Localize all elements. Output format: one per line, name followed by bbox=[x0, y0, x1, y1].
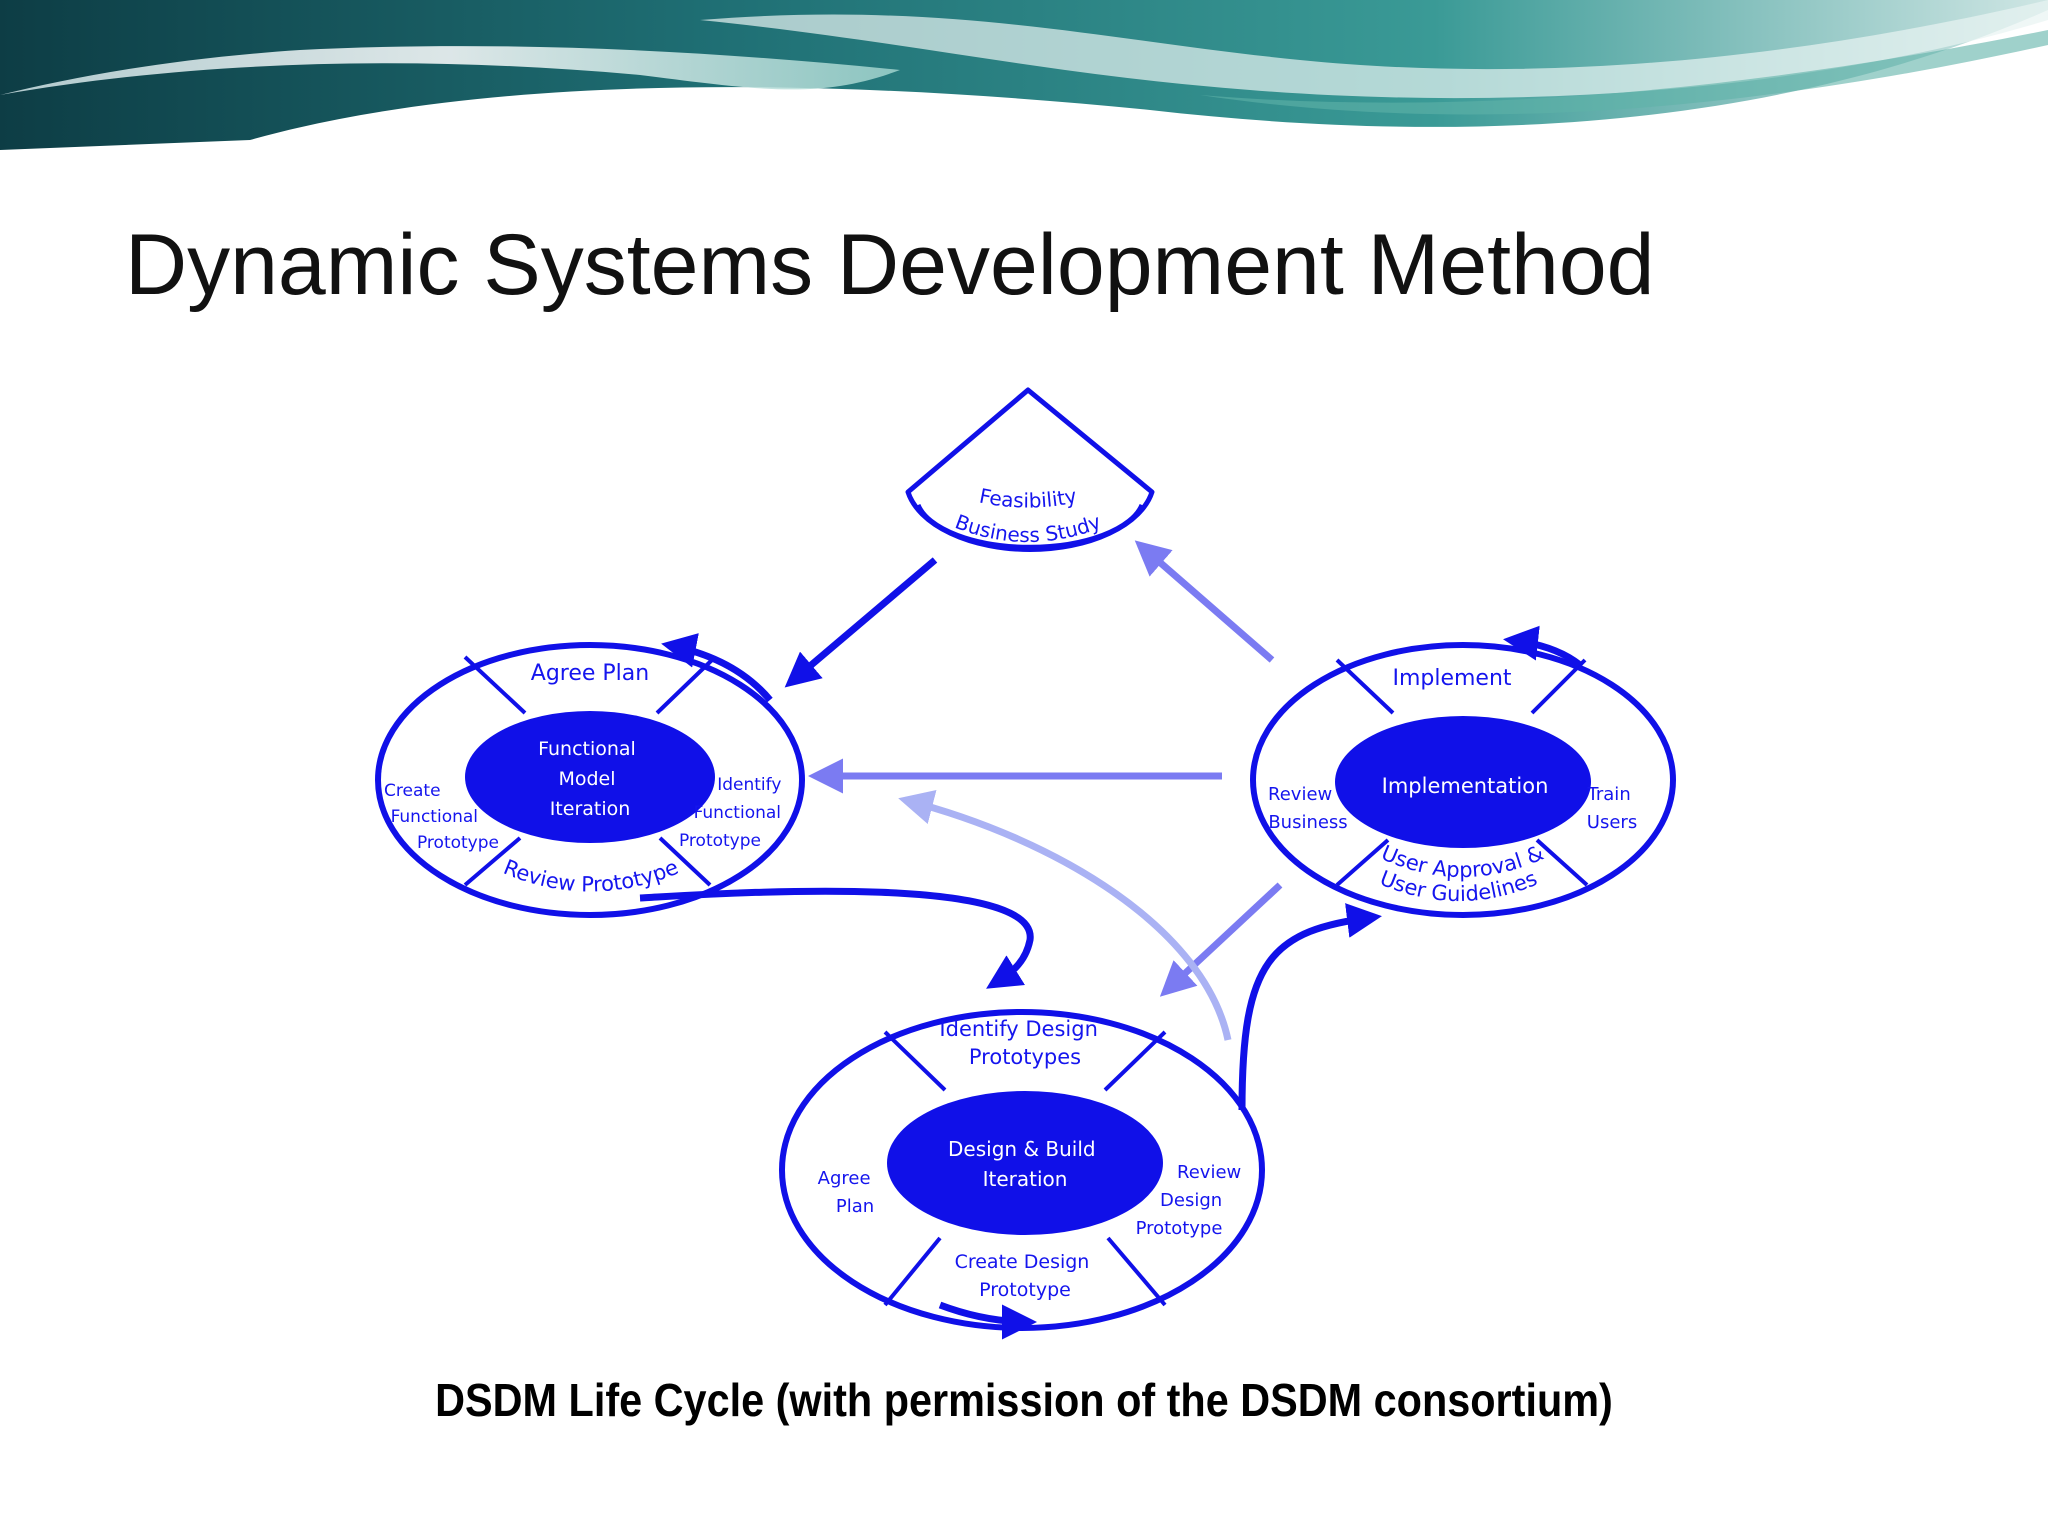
arrow-implementation-to-feasibility bbox=[1134, 540, 1275, 663]
functional-cycle-arrow bbox=[661, 633, 773, 703]
functional-identify-prototype-label: Identify Functional Prototype bbox=[679, 775, 787, 851]
implementation-node: Implementation Implement Train Users Rev… bbox=[1250, 642, 1676, 918]
arrow-functional-to-design bbox=[639, 887, 1034, 989]
train-users-label: Train Users bbox=[1587, 784, 1638, 833]
functional-model-node: Functional Model Iteration Agree Plan Id… bbox=[375, 642, 805, 918]
design-build-center-label: Design & Build Iteration bbox=[948, 1137, 1102, 1191]
identify-design-prototypes-label: Identify Design Prototypes bbox=[939, 1017, 1104, 1069]
implementation-center-label: Implementation bbox=[1382, 774, 1549, 798]
feasibility-node: Feasibility Business Study bbox=[905, 387, 1155, 552]
design-build-node: Design & Build Iteration Identify Design… bbox=[779, 1009, 1265, 1331]
arrow-feasibility-to-functional bbox=[784, 557, 938, 688]
functional-create-prototype-label: Create Functional Prototype bbox=[384, 781, 499, 853]
design-cycle-arrow bbox=[938, 1301, 1037, 1340]
functional-agree-plan-label: Agree Plan bbox=[531, 661, 649, 686]
functional-model-center-label: Functional Model Iteration bbox=[538, 738, 642, 820]
review-design-prototype-label: Review Design Prototype bbox=[1136, 1162, 1247, 1239]
diagram-caption: DSDM Life Cycle (with permission of the … bbox=[435, 1374, 1613, 1426]
slide-title: Dynamic Systems Development Method bbox=[125, 217, 1655, 313]
arrow-design-to-implementation bbox=[1238, 903, 1382, 1111]
arrow-design-to-functional bbox=[898, 790, 1232, 1041]
review-business-label: Review Business bbox=[1268, 784, 1348, 833]
header-banner bbox=[0, 0, 2048, 150]
agree-plan-label: Agree Plan bbox=[818, 1168, 877, 1217]
create-design-prototype-label: Create Design Prototype bbox=[955, 1251, 1096, 1301]
implementation-cycle-arrow bbox=[1503, 625, 1583, 668]
arrow-implementation-to-design bbox=[1159, 882, 1283, 997]
implement-label: Implement bbox=[1392, 666, 1511, 691]
